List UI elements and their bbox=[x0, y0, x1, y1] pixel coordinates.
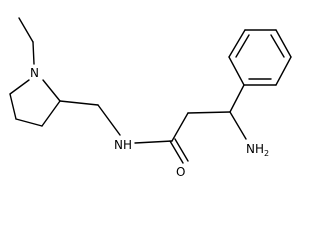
phenyl-bond-1 bbox=[228, 56, 245, 86]
ring-bond-c5-c4 bbox=[9, 93, 17, 120]
ring-nitrogen-label: N bbox=[30, 66, 39, 80]
linker-bond-c2-ch2 bbox=[59, 100, 99, 106]
phenyl-bond-2 bbox=[228, 29, 246, 58]
carbonyl-double-bond-b bbox=[174, 138, 189, 162]
structure-canvas: N NH O NH2 bbox=[9, 17, 292, 179]
amine-label: NH2 bbox=[246, 142, 269, 158]
amine-label-subscript: 2 bbox=[264, 149, 269, 158]
carbonyl-double-bond-a bbox=[169, 140, 184, 164]
ring-bond-n-c5 bbox=[9, 79, 30, 95]
amine-label-main: NH bbox=[246, 142, 264, 156]
ring-bond-c2-n bbox=[42, 79, 61, 102]
amide-nitrogen-label: NH bbox=[114, 138, 132, 152]
phenyl-inner-double-2 bbox=[270, 34, 285, 58]
ring-bond-c4-c3 bbox=[15, 118, 43, 127]
phenyl-bond-5 bbox=[275, 56, 292, 86]
amide-bond-nh-co bbox=[134, 140, 173, 144]
carbonyl-oxygen-label: O bbox=[176, 165, 185, 179]
phenyl-attachment-bond bbox=[229, 84, 245, 113]
molecule-diagram: N NH O NH2 bbox=[9, 17, 292, 179]
chain-bond-ch2-ch bbox=[187, 111, 231, 114]
ethyl-ch2-bond bbox=[32, 41, 35, 65]
phenyl-inner-double-1 bbox=[235, 34, 250, 58]
ethyl-ch3-bond bbox=[18, 17, 34, 43]
amine-bond bbox=[229, 111, 247, 140]
linker-bond-ch2-nh bbox=[97, 104, 121, 136]
chain-bond-co-ch2 bbox=[171, 112, 189, 142]
ring-bond-c3-c2 bbox=[41, 100, 61, 127]
phenyl-bond-4 bbox=[275, 29, 292, 58]
